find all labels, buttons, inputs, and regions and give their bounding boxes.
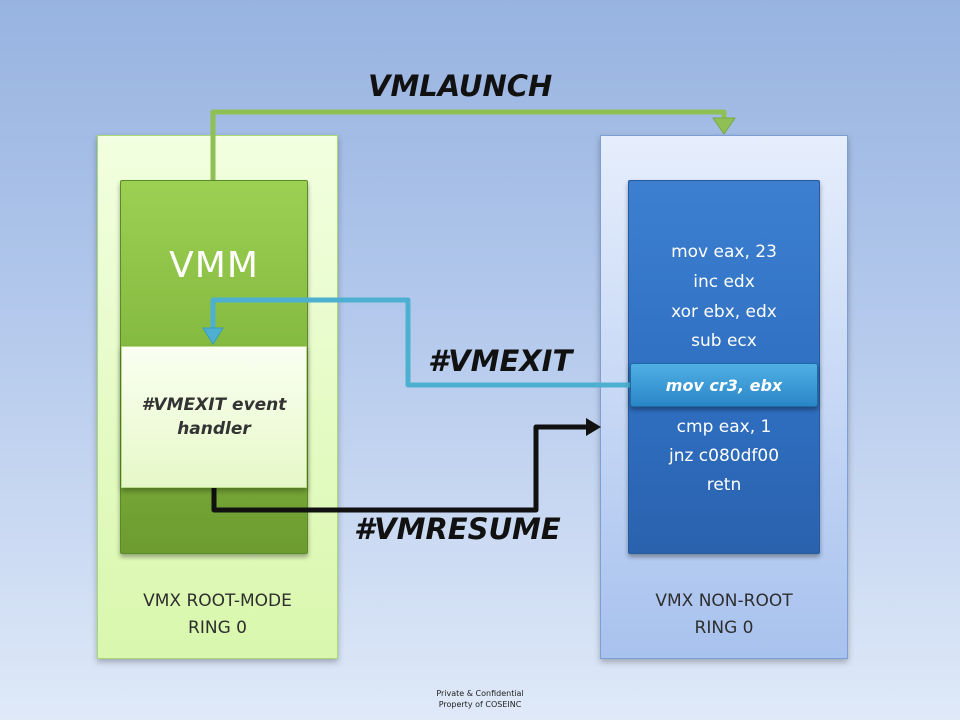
non-root-caption-line1: VMX NON-ROOT bbox=[655, 591, 793, 611]
highlighted-instruction-text: mov cr3, ebx bbox=[665, 375, 783, 395]
vmexit-label: #VMEXIT bbox=[428, 344, 573, 378]
code-line: retn bbox=[706, 475, 742, 495]
vmm-title: VMM bbox=[169, 245, 259, 286]
root-mode-caption-line2: RING 0 bbox=[188, 618, 247, 638]
non-root-caption-line2: RING 0 bbox=[694, 618, 754, 638]
code-line: xor ebx, edx bbox=[671, 302, 777, 322]
root-mode-caption: VMX ROOT-MODE RING 0 bbox=[98, 588, 337, 642]
vmlaunch-arrow bbox=[210, 109, 736, 180]
vmlaunch-label: VMLAUNCH bbox=[368, 69, 553, 103]
footer-note: Private & Confidential Property of COSEI… bbox=[380, 688, 580, 710]
code-line: cmp eax, 1 bbox=[676, 417, 772, 437]
vmexit-arrow bbox=[202, 297, 630, 388]
code-line: mov eax, 23 bbox=[671, 242, 777, 262]
highlighted-instruction: mov cr3, ebx bbox=[630, 363, 818, 407]
footer-line1: Private & Confidential bbox=[436, 689, 524, 698]
code-line: sub ecx bbox=[691, 331, 757, 351]
code-line: jnz c080df00 bbox=[668, 446, 780, 466]
vmexit-event-handler-box: #VMEXIT event handler bbox=[121, 346, 307, 488]
vmexit-handler-label: #VMEXIT event handler bbox=[141, 395, 287, 439]
footer-line2: Property of COSEINC bbox=[438, 700, 522, 709]
vmresume-label: #VMRESUME bbox=[354, 512, 561, 546]
root-mode-caption-line1: VMX ROOT-MODE bbox=[143, 591, 292, 611]
code-line: inc edx bbox=[693, 272, 755, 292]
non-root-caption: VMX NON-ROOT RING 0 bbox=[601, 588, 847, 642]
vmresume-arrow bbox=[211, 418, 601, 513]
